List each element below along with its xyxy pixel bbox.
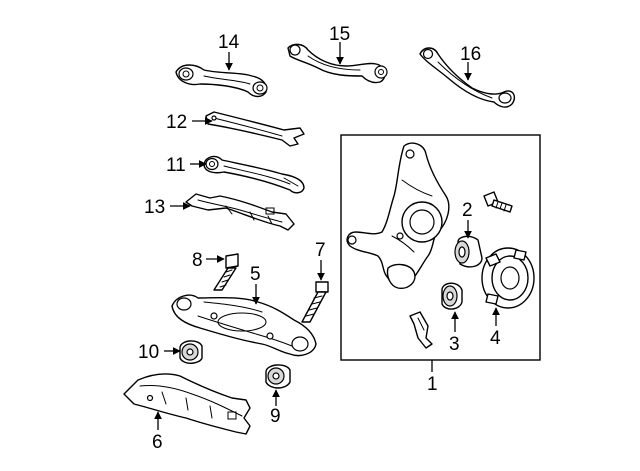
callout-14: 14	[218, 32, 240, 53]
callout-13: 13	[144, 197, 165, 218]
callout-11: 11	[166, 155, 186, 176]
callout-7: 7	[315, 240, 326, 261]
part-1-knuckle	[346, 142, 450, 289]
callout-2: 2	[462, 200, 473, 221]
part-15-upper-arm	[287, 43, 388, 84]
part-3-small-bushing	[441, 282, 463, 310]
callout-3: 3	[449, 334, 460, 355]
callout-6: 6	[152, 432, 163, 453]
bracket-clip	[409, 311, 433, 349]
callout-10: 10	[138, 342, 159, 363]
part-8-bolt	[213, 253, 239, 291]
part-2-bushing	[454, 235, 483, 268]
part-13-lower-shield	[185, 193, 295, 231]
callout-9: 9	[270, 406, 281, 427]
knuckle-bolt	[483, 191, 513, 213]
part-5-lower-control-arm	[171, 294, 317, 357]
part-6-lower-shield	[123, 373, 251, 435]
part-16-trailing-link	[419, 47, 516, 108]
callout-5: 5	[250, 264, 261, 285]
knuckle-group-frame	[340, 134, 541, 361]
callout-1: 1	[427, 374, 438, 395]
callout-8: 8	[192, 250, 203, 271]
callout-15: 15	[329, 24, 350, 45]
part-7-bolt	[301, 281, 329, 323]
callout-12: 12	[166, 112, 187, 133]
part-11-lower-link	[203, 155, 305, 194]
callout-16: 16	[460, 44, 481, 65]
part-12-shield-strip	[205, 111, 305, 147]
part-9-bushing	[265, 364, 291, 389]
callout-4: 4	[490, 328, 501, 349]
callout-labels: 14 15 16 12 11 13 2 8 7 5 3 4 10 9 6 1	[138, 24, 501, 453]
part-4-hub-bearing	[481, 247, 535, 309]
leader-lines	[154, 42, 500, 430]
part-10-bushing	[179, 340, 203, 364]
part-14-upper-control-arm	[175, 64, 268, 98]
